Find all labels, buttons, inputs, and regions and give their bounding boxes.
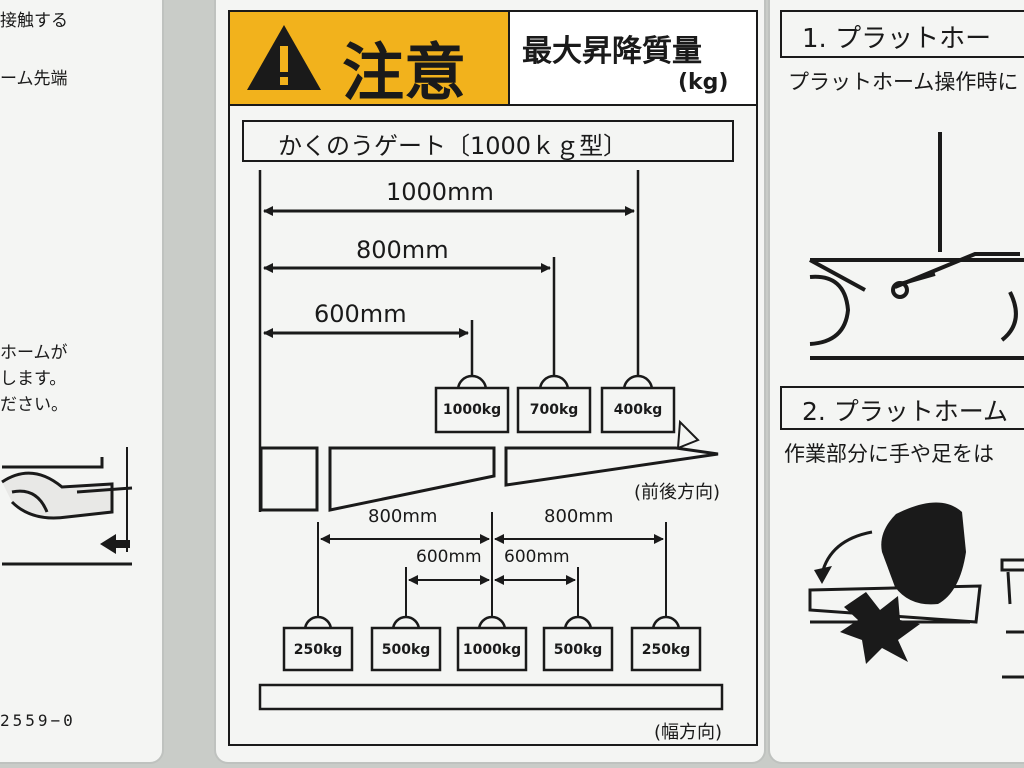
step2-text: 作業部分に手や足をは <box>784 442 994 466</box>
distance-label: 600mm <box>314 300 407 328</box>
left-text-line: 接触する <box>0 11 68 31</box>
load-label: 700kg <box>529 402 579 418</box>
load-label: 1000kg <box>462 642 522 658</box>
load-label: 1000kg <box>442 402 502 418</box>
lift-mechanism-illustration <box>1 447 133 566</box>
left-sticker: 接触する ーム先端 ホームが します。 ださい。 2559−0 <box>0 0 164 764</box>
part-number: 2559−0 <box>0 711 76 730</box>
safety-illustrations <box>808 132 1024 679</box>
load-label: 250kg <box>293 642 343 658</box>
unit-label: (kg) <box>678 70 729 95</box>
model-label: かくのうゲート〔1000ｋｇ型〕 <box>278 132 628 160</box>
diagram-frame <box>228 102 758 746</box>
instruction-sticker: 1. プラットホー プラットホーム操作時に 2. プラットホーム 作業部分に手や… <box>768 0 1024 764</box>
step2-title-box: 2. プラットホーム <box>780 386 1024 430</box>
distance-label: 800mm <box>356 236 449 264</box>
max-lift-title: 最大昇降質量 <box>522 34 702 69</box>
caution-header: 注意 最大昇降質量 (kg) <box>228 10 758 109</box>
load-label: 250kg <box>641 642 691 658</box>
distance-label: 800mm <box>368 506 438 527</box>
model-label-box: かくのうゲート〔1000ｋｇ型〕 <box>242 120 734 162</box>
signal-word: 注意 <box>342 36 467 109</box>
left-text-line: ーム先端 <box>0 69 68 89</box>
step1-title-box: 1. プラットホー <box>780 10 1024 58</box>
direction-label: (幅方向) <box>654 722 723 743</box>
distance-label: 800mm <box>544 506 614 527</box>
step1-title: 1. プラットホー <box>802 24 992 54</box>
distance-label: 600mm <box>504 547 570 567</box>
warning-triangle-icon <box>247 25 321 90</box>
left-text-line: します。 <box>0 369 67 389</box>
caution-sticker: 注意 最大昇降質量 (kg) かくのうゲート〔1000ｋｇ型〕 <box>214 0 766 764</box>
load-label: 500kg <box>381 642 431 658</box>
step1-text: プラットホーム操作時に <box>788 70 1019 94</box>
load-label: 400kg <box>613 402 663 418</box>
left-text-line: ださい。 <box>0 395 68 415</box>
load-diagram <box>258 170 724 711</box>
left-text-line: ホームが <box>0 343 68 363</box>
direction-label: (前後方向) <box>634 482 721 503</box>
step2-title: 2. プラットホーム <box>802 397 1009 426</box>
caution-label-box: 注意 <box>230 12 510 109</box>
distance-label: 600mm <box>416 547 482 567</box>
load-label: 500kg <box>553 642 603 658</box>
distance-label: 1000mm <box>386 178 494 206</box>
